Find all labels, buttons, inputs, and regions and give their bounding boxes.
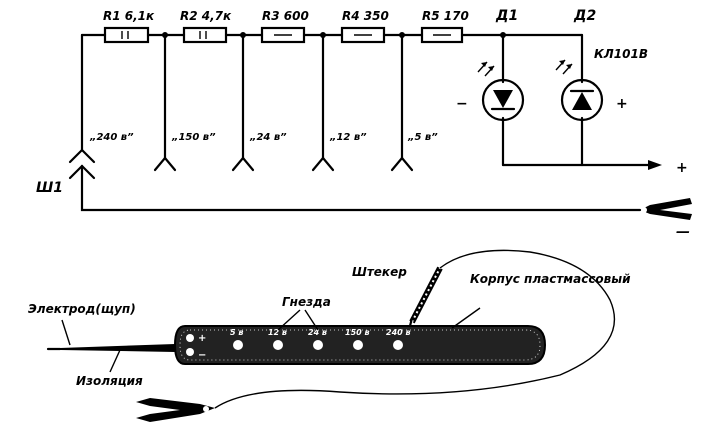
probe-plus: + [198,333,206,344]
socket-hole [393,340,403,350]
resistor-r5: R5 170 [420,9,469,44]
resistor-label: R3 600 [262,9,309,23]
crocodile-clip-bottom-icon [136,398,215,422]
output-plus: + [676,160,688,176]
socket-label: 240 в [386,328,411,337]
resistor-r3: R3 600 [260,9,309,44]
output-minus: — [676,224,690,240]
tap-24 [231,33,255,172]
led-hole [186,334,194,342]
electrode [46,344,175,352]
resistor-label: R1 6,1к [103,9,155,23]
socket-label: 24 в [308,328,327,337]
leader-line [451,307,481,329]
output-arrow [648,160,662,170]
crocodile-clip-icon [640,198,692,220]
resistor-label: R5 170 [422,9,469,23]
plug-label: Ш1 [36,180,63,196]
body-label: Корпус пластмассовый [470,272,631,286]
socket-hole [273,340,283,350]
plug-label-bottom: Штекер [352,265,407,279]
diode-type-label: КЛ101В [594,47,648,61]
tap-label: „24 в” [249,132,287,143]
resistor-r2: R2 4,7к [180,9,232,44]
diode-label: Д1 [495,8,518,24]
socket-label: 5 в [230,328,243,337]
resistor-label: R2 4,7к [180,9,232,23]
resistor-r1: R1 6,1к [103,9,155,44]
leader-line [277,309,301,331]
socket-hole [313,340,323,350]
diode-label: Д2 [573,8,596,24]
insulation-label: Изоляция [76,374,143,388]
diode-polarity: − [456,96,468,112]
plug-shteker [408,266,443,328]
led-hole [186,348,194,356]
resistor-r4: R4 350 [340,9,389,44]
socket-hole [353,340,363,350]
probe-minus: − [198,350,206,361]
tap-5 [390,33,414,172]
tap-label: „5 в” [407,132,438,143]
leader-line [61,319,71,346]
probe-wire [214,249,615,409]
tap-12 [311,33,335,172]
diode-d2: Д2 + [555,8,628,167]
sockets-label: Гнезда [282,295,331,309]
socket-hole [233,340,243,350]
diode-polarity: + [616,96,628,112]
electrode-label: Электрод(щуп) [28,302,136,316]
tap-150 [153,33,177,172]
leader-line [304,309,319,331]
socket-label: 150 в [345,328,370,337]
tap-label: „240 в” [89,132,134,143]
diode-d1: Д1 − [456,8,525,167]
tap-label: „150 в” [171,132,216,143]
resistor-label: R4 350 [342,9,389,23]
leader-line [109,349,121,373]
tap-label: „12 в” [329,132,367,143]
plug-sh1 [68,148,642,212]
socket-label: 12 в [268,328,287,337]
